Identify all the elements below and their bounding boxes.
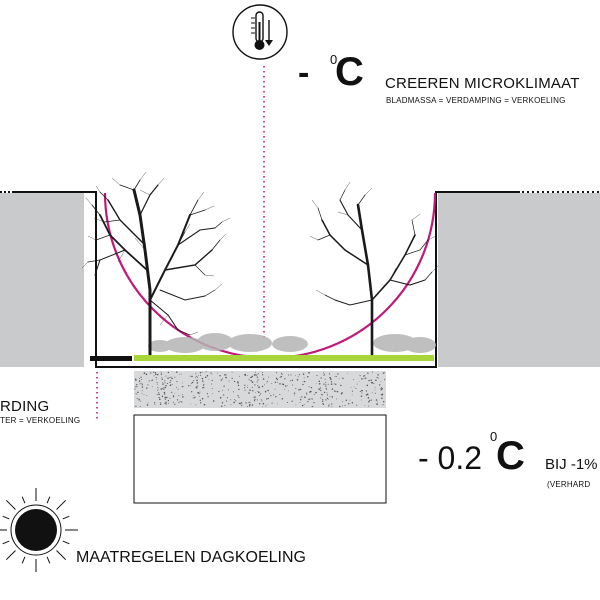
right-building (438, 193, 600, 367)
curb-strip (90, 356, 132, 361)
top-temp-unit: C (335, 50, 364, 94)
sun-ray (62, 540, 70, 545)
bottom-note-label: BIJ -1% (545, 456, 598, 473)
sun-ray (2, 515, 10, 520)
top-temp-sup: 0 (330, 52, 338, 67)
bottom-note-sublabel: (VERHARD (547, 480, 591, 489)
left-note-subtitle: TER = VERKOELING (0, 416, 81, 425)
sun-ray (56, 499, 67, 510)
street-section-outline (84, 191, 438, 368)
top-note-title: CREEREN MICROKLIMAAT (385, 75, 580, 92)
sun-ray (21, 496, 26, 504)
sun-ray (46, 556, 51, 564)
sun-icon (0, 488, 78, 572)
legend-title: MAATREGELEN DAGKOELING (76, 549, 306, 566)
sun-ray (5, 550, 16, 561)
sun-ray (46, 496, 51, 504)
top-note-subtitle: BLADMASSA = VERDAMPING = VERKOELING (386, 96, 566, 105)
tree-right (317, 189, 433, 357)
gravel-texture (134, 371, 386, 408)
left-note-title: RDING (0, 398, 50, 415)
tree-left-fine-branches (81, 171, 231, 336)
sun-ray (21, 556, 26, 564)
bottom-temp-value: - 0.2 (418, 440, 483, 476)
left-building (0, 193, 84, 367)
tree-left (87, 179, 223, 357)
sun-ray (5, 499, 16, 510)
sun-ray (62, 515, 70, 520)
bottom-temp-sup: 0 (490, 429, 498, 444)
gravel-layer (134, 371, 386, 408)
thermometer-icon (232, 4, 288, 60)
microclimate-arc (103, 192, 437, 360)
sun-ray (2, 540, 10, 545)
bottom-temp-unit: C (496, 434, 525, 478)
sun-ray (56, 550, 67, 561)
top-temperature: - (298, 54, 309, 93)
top-temp-minus: - (298, 54, 310, 92)
tree-right-fine-branches (309, 181, 439, 296)
storage-box (133, 414, 387, 504)
grass-strip (134, 355, 434, 361)
shrubs (148, 333, 436, 353)
